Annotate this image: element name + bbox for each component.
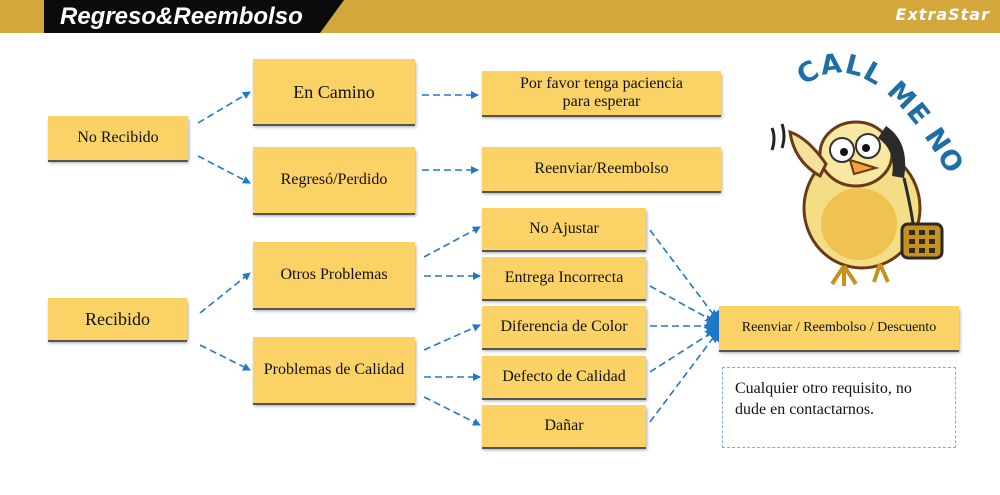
arrow-defecto-final xyxy=(649,324,723,373)
node-en-camino: En Camino xyxy=(253,59,415,124)
brand-logo: ExtraStar xyxy=(895,5,990,24)
arrow-norecibido-regreso xyxy=(197,155,251,184)
node-danar: Dañar xyxy=(482,405,646,447)
title-tab xyxy=(44,0,344,33)
page-title: Regreso&Reembolso xyxy=(60,3,303,30)
arrow-recibido-calidad xyxy=(199,344,251,371)
node-reenviar-reembolso: Reenviar/Reembolso xyxy=(482,147,721,191)
arrow-entrega-final xyxy=(649,285,723,329)
call-me-now-mascot-icon: CALL ME NOW xyxy=(764,46,969,286)
paciencia-line2: para esperar xyxy=(562,93,641,110)
node-defecto-calidad: Defecto de Calidad xyxy=(482,356,646,398)
note-line2: dude en contactarnos. xyxy=(735,401,875,418)
arrow-norecibido-encamino xyxy=(197,91,251,124)
contact-note: Cualquier otro requisito, no dude en con… xyxy=(722,367,956,448)
paciencia-line1: Por favor tenga paciencia xyxy=(519,75,684,92)
node-diferencia-color: Diferencia de Color xyxy=(482,306,646,348)
arrow-calidad-danar xyxy=(423,396,481,426)
node-problemas-calidad: Problemas de Calidad xyxy=(253,337,415,403)
node-paciencia: Por favor tenga paciencia para esperar xyxy=(482,71,721,115)
arrow-danar-final xyxy=(649,325,723,423)
node-otros-problemas: Otros Problemas xyxy=(253,242,415,308)
node-no-ajustar: No Ajustar xyxy=(482,208,646,250)
arrow-calidad-color xyxy=(423,324,481,351)
note-line1: Cualquier otro requisito, no xyxy=(735,380,912,397)
arrow-recibido-otros xyxy=(199,272,251,314)
node-entrega-incorrecta: Entrega Incorrecta xyxy=(482,257,646,299)
node-final-action: Reenviar / Reembolso / Descuento xyxy=(719,306,959,350)
node-recibido: Recibido xyxy=(48,298,187,340)
node-no-recibido: No Recibido xyxy=(48,116,188,160)
arrow-otros-noajustar xyxy=(423,226,481,258)
node-regreso-perdido: Regresó/Perdido xyxy=(253,147,415,213)
arrow-noajustar-final xyxy=(649,229,723,327)
